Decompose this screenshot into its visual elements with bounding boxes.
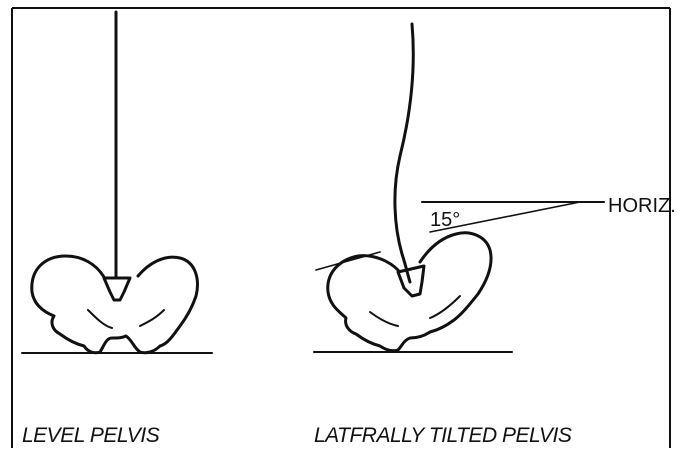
angle-label: 15° xyxy=(430,209,460,231)
horizontal-label: HORIZ. xyxy=(608,195,676,217)
level-pelvis-caption: LEVEL PELVIS xyxy=(22,424,159,448)
figure-frame xyxy=(12,8,670,448)
level-pelvis-figure xyxy=(22,12,212,353)
curved-spine-line xyxy=(395,24,413,282)
tilted-pelvis-caption: LATFRALLY TILTED PELVIS xyxy=(314,424,571,448)
pelvic-tilt-line xyxy=(316,252,380,270)
tilted-pelvis-figure xyxy=(314,24,604,352)
level-sacrum xyxy=(104,278,130,300)
